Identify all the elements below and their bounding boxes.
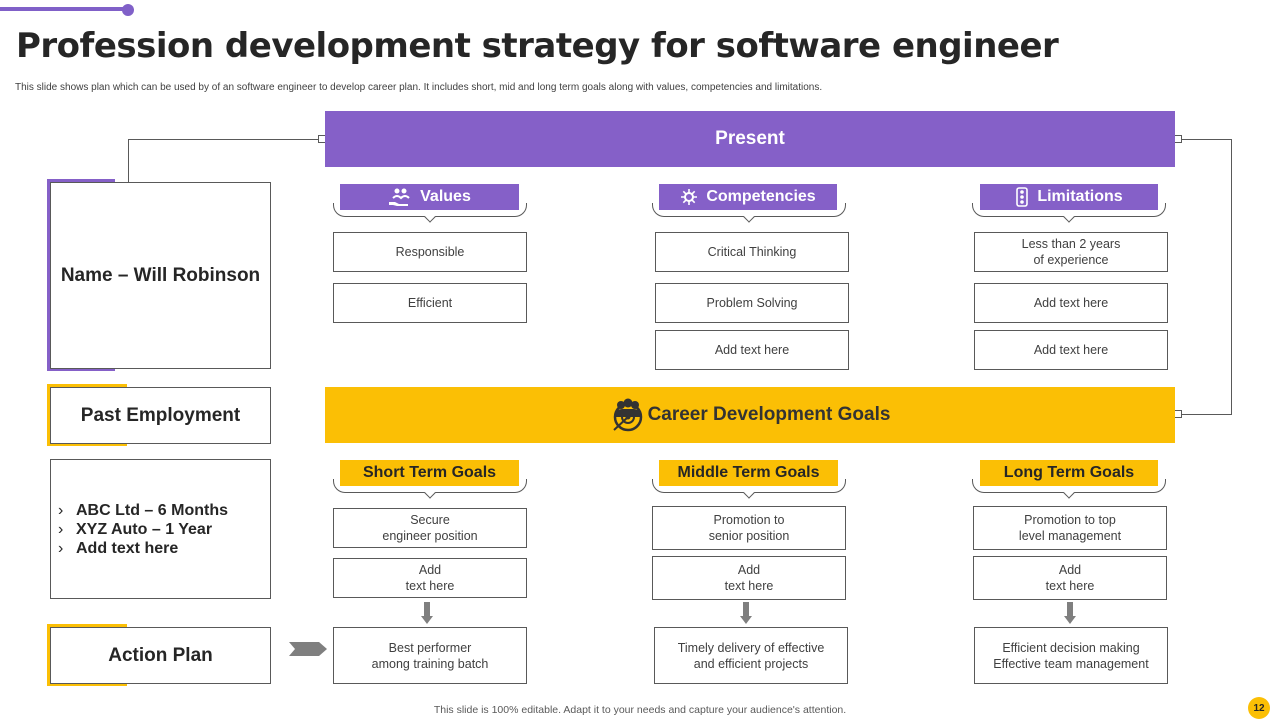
middle-term-heading: Middle Term Goals <box>659 460 838 486</box>
employment-item: ›ABC Ltd – 6 Months <box>58 502 228 519</box>
limitations-heading: Limitations <box>980 184 1158 210</box>
short-term-down-arrow <box>421 602 433 624</box>
connector-right-bottom <box>1180 414 1232 415</box>
chevron-right-icon: › <box>58 521 64 538</box>
action-plan-box: Action Plan <box>50 627 271 684</box>
competencies-item: Critical Thinking <box>655 232 849 272</box>
values-heading-label: Values <box>420 188 471 205</box>
limitations-item: Add text here <box>974 330 1168 370</box>
middle-term-result: Timely delivery of effective and efficie… <box>654 627 848 684</box>
top-accent-dot <box>122 4 134 16</box>
long-term-down-arrow <box>1064 602 1076 624</box>
limitations-item: Less than 2 years of experience <box>974 232 1168 272</box>
chevron-right-icon: › <box>58 540 64 557</box>
competencies-item: Problem Solving <box>655 283 849 323</box>
long-term-heading: Long Term Goals <box>980 460 1158 486</box>
employment-list-box <box>50 459 271 599</box>
middle-term-item: Add text here <box>652 556 846 600</box>
name-accent-top <box>47 179 115 184</box>
slide-title: Profession development strategy for soft… <box>16 26 1059 66</box>
past-employment-accent-top <box>47 384 127 389</box>
short-term-item: Add text here <box>333 558 527 598</box>
short-term-heading: Short Term Goals <box>340 460 519 486</box>
page-number: 12 <box>1248 697 1270 719</box>
connector-handle <box>1174 410 1182 418</box>
action-plan-arrow <box>289 642 327 656</box>
short-term-result: Best performer among training batch <box>333 627 527 684</box>
middle-term-item: Promotion to senior position <box>652 506 846 550</box>
hand-people-icon <box>389 188 410 206</box>
limitations-item: Add text here <box>974 283 1168 323</box>
values-item: Responsible <box>333 232 527 272</box>
action-plan-accent-top <box>47 624 127 629</box>
action-plan-label: Action Plan <box>108 644 213 666</box>
connector-left-vertical <box>128 139 129 183</box>
long-term-item: Promotion to top level management <box>973 506 1167 550</box>
career-goals-band: Career Development Goals <box>325 387 1175 443</box>
values-heading: Values <box>340 184 519 210</box>
footer-note: This slide is 100% editable. Adapt it to… <box>433 704 847 716</box>
employment-list: ›ABC Ltd – 6 Months ›XYZ Auto – 1 Year ›… <box>58 501 228 558</box>
values-item: Efficient <box>333 283 527 323</box>
slide-subtitle: This slide shows plan which can be used … <box>15 82 823 93</box>
traffic-light-icon <box>1016 187 1029 207</box>
long-term-item: Add text here <box>973 556 1167 600</box>
career-goals-label: Career Development Goals <box>647 404 891 425</box>
name-box: Name – Will Robinson <box>50 182 271 369</box>
connector-right-vertical <box>1231 139 1232 415</box>
competencies-heading: Competencies <box>659 184 837 210</box>
gear-cog-icon <box>681 189 698 205</box>
present-band: Present <box>325 111 1175 167</box>
middle-term-down-arrow <box>740 602 752 624</box>
team-target-icon <box>612 398 642 432</box>
competencies-heading-label: Competencies <box>706 188 816 205</box>
limitations-heading-label: Limitations <box>1037 188 1123 205</box>
long-term-result: Efficient decision making Effective team… <box>974 627 1168 684</box>
short-term-item: Secure engineer position <box>333 508 527 548</box>
connector-right-top <box>1180 139 1232 140</box>
past-employment-box: Past Employment <box>50 387 271 444</box>
employment-item: ›Add text here <box>58 540 179 557</box>
connector-left-horizontal <box>128 139 321 140</box>
chevron-right-icon: › <box>58 502 64 519</box>
name-label: Name – Will Robinson <box>60 264 261 286</box>
employment-item: ›XYZ Auto – 1 Year <box>58 521 213 538</box>
top-accent-line <box>0 7 124 11</box>
connector-handle <box>1174 135 1182 143</box>
past-employment-label: Past Employment <box>80 404 241 426</box>
competencies-item: Add text here <box>655 330 849 370</box>
